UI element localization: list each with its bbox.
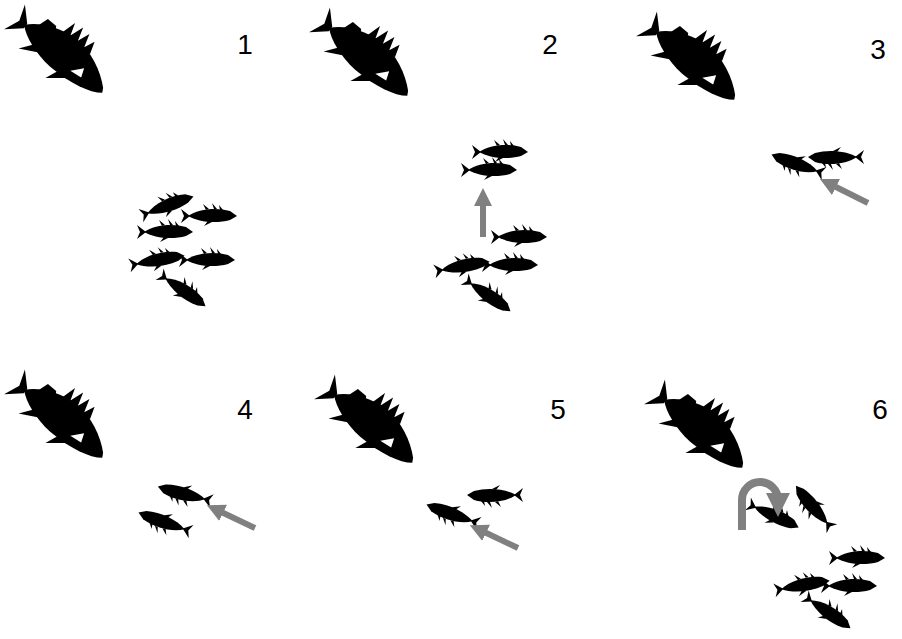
turn-arrow [742,482,778,530]
predator-fish [629,0,758,119]
movement-arrow [480,197,486,237]
predator-fish [637,364,766,487]
panel-number: 5 [550,396,566,424]
panel-number: 4 [237,396,253,424]
prey-fish [422,495,482,536]
prey-fish [136,184,196,225]
prey-fish [472,139,528,162]
prey-fish [799,586,858,637]
prey-fish [772,568,831,600]
movement-arrow [215,509,255,528]
prey-fish [137,219,193,242]
panel-number: 2 [542,31,558,59]
prey-fish [491,224,547,247]
panel-number: 1 [237,31,253,59]
prey-fish [181,203,237,226]
prey-fish [808,147,864,170]
prey-fish [767,145,827,186]
predator-fish [302,0,431,115]
predator-fish [307,359,436,482]
movement-arrow [478,529,518,548]
prey-fish [461,157,517,180]
prey-fish [786,479,840,537]
prey-fish [154,477,214,514]
prey-fish [482,252,538,275]
prey-fish [154,264,213,315]
prey-fish [821,573,877,596]
prey-fish [432,249,491,281]
prey-fish [829,545,885,568]
predator-fish [0,0,127,112]
prey-fish [127,243,186,275]
predator-fish [0,354,127,477]
prey-fish [459,269,518,320]
prey-fish [744,492,804,537]
prey-fish [467,485,523,508]
panel-number: 6 [872,396,888,424]
prey-fish [179,247,235,270]
movement-arrow [828,183,868,203]
prey-fish [134,503,194,544]
panel-number: 3 [870,36,886,64]
